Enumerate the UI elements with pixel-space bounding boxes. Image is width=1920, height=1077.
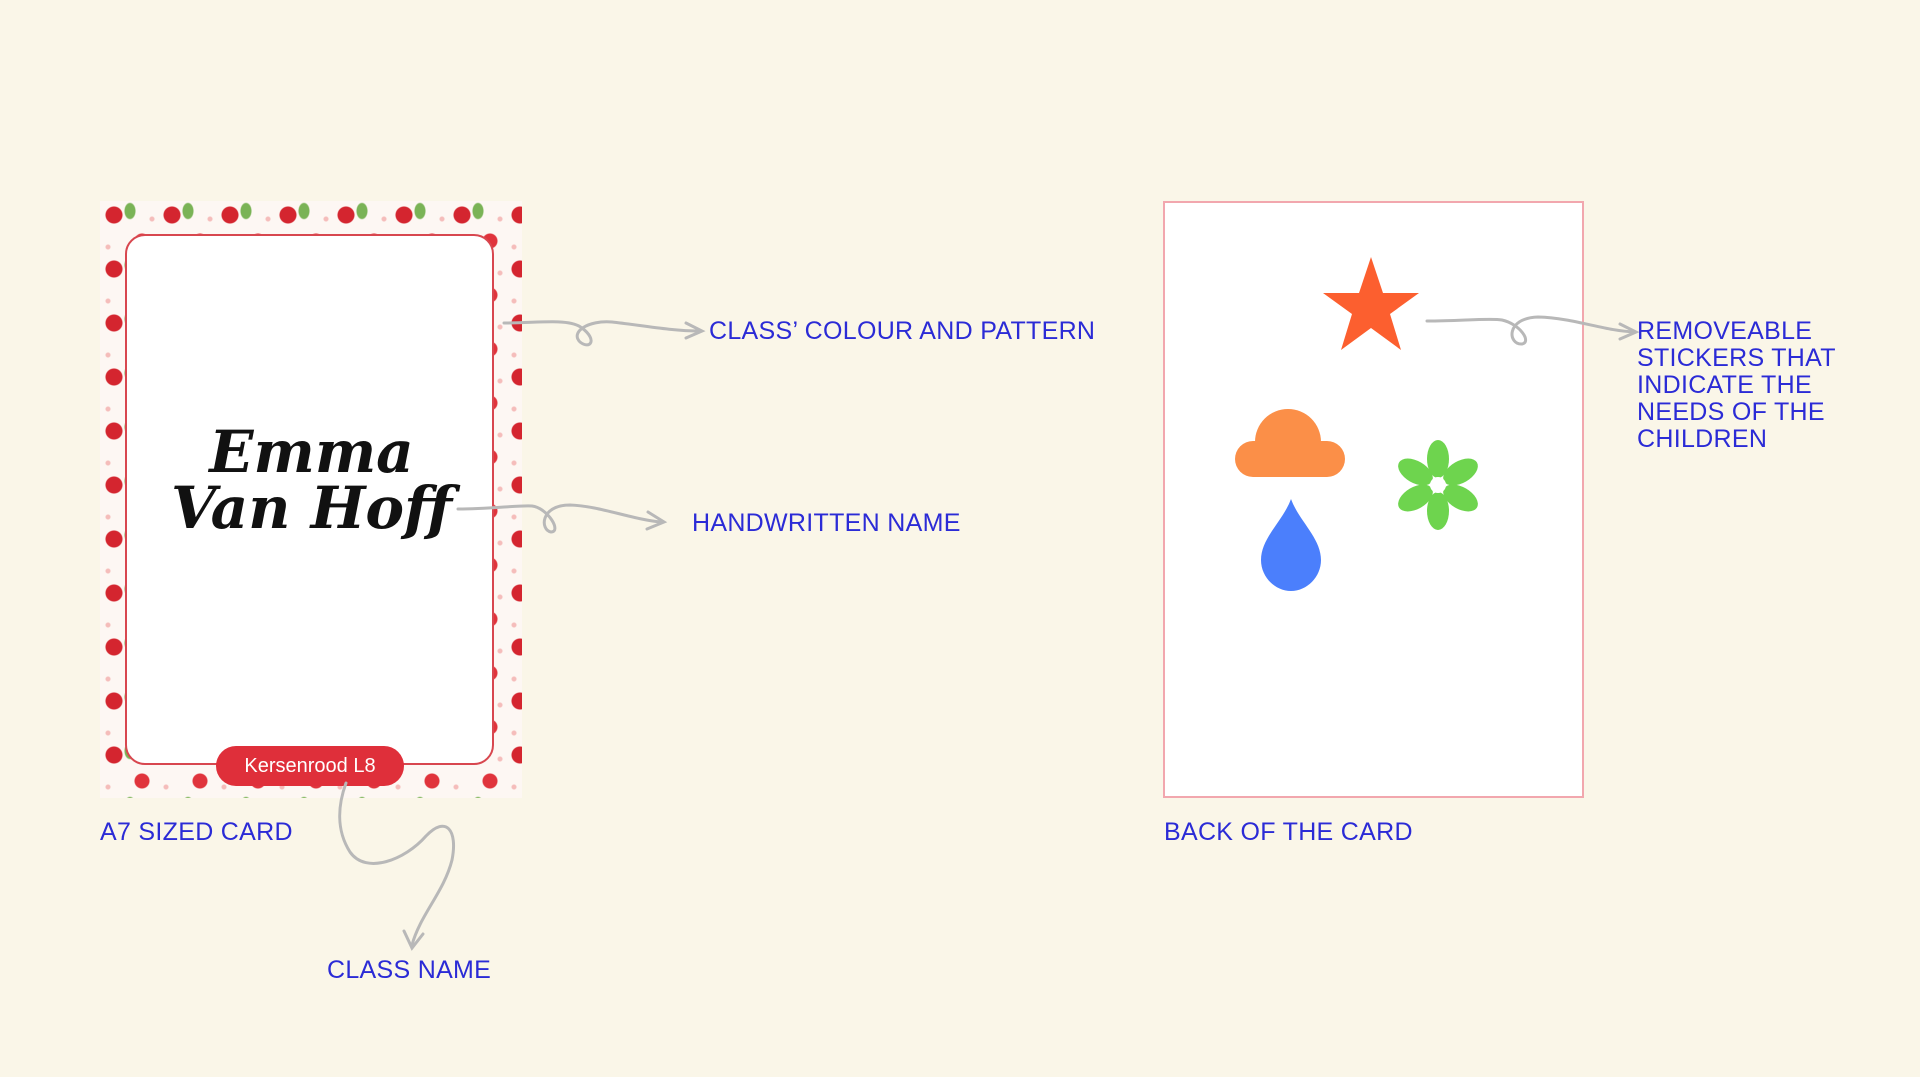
label-class-name: CLASS NAME	[327, 956, 492, 984]
arrow-handwritten	[456, 503, 663, 534]
label-a7-card: A7 SIZED CARD	[100, 818, 293, 846]
star-icon	[1323, 257, 1419, 350]
flower-icon	[1398, 440, 1478, 530]
arrow-pattern	[502, 320, 702, 347]
label-handwritten-name: HANDWRITTEN NAME	[692, 509, 961, 537]
cloud-icon	[1235, 409, 1345, 477]
name-line-last: Van Hoff	[170, 474, 453, 542]
label-back-of-card: BACK OF THE CARD	[1164, 818, 1413, 846]
label-class-pattern: CLASS’ COLOUR AND PATTERN	[709, 317, 1096, 345]
front-card: Emma Van Hoff Kersenrood L8	[100, 201, 522, 798]
class-badge: Kersenrood L8	[216, 746, 404, 786]
name-area: Emma Van Hoff	[125, 234, 494, 765]
raindrop-icon	[1261, 499, 1321, 591]
back-card	[1163, 201, 1584, 798]
arrow-stickers	[1425, 315, 1637, 346]
name-line-first: Emma	[209, 418, 414, 486]
arrow-class-name	[338, 781, 455, 947]
label-stickers: REMOVEABLE STICKERS THAT INDICATE THE NE…	[1637, 317, 1836, 453]
